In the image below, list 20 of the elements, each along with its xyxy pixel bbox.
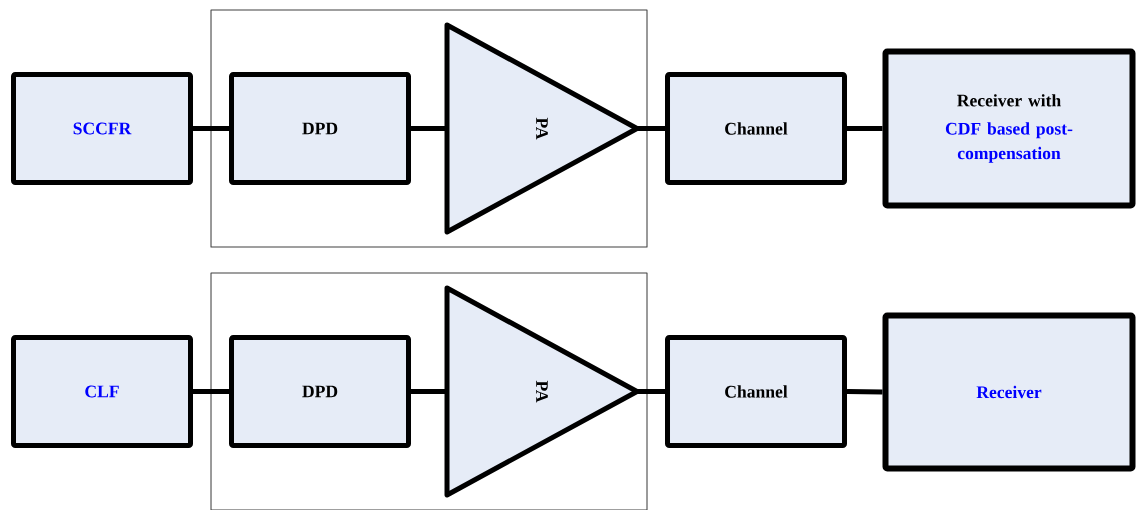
amplifier-triangle: PA: [444, 285, 640, 498]
process-box: Channel: [665, 335, 847, 448]
connector-line: [193, 389, 229, 394]
process-box: Receiver: [882, 312, 1136, 472]
group-frame: [210, 272, 648, 510]
connector-line: [411, 389, 447, 394]
connector-line: [411, 126, 447, 131]
connector-line: [637, 389, 665, 394]
connector-line: [193, 126, 229, 131]
connector-line: [847, 126, 883, 131]
connector-line: [846, 389, 883, 395]
amplifier-triangle: PA: [444, 22, 640, 235]
process-box: DPD: [229, 335, 411, 448]
group-frame: [210, 9, 648, 248]
process-box: DPD: [229, 72, 411, 185]
process-box: CLF: [11, 335, 193, 448]
process-box: SCCFR: [11, 72, 193, 185]
process-box: Receiver with CDF based post-compensation: [882, 48, 1136, 209]
connector-line: [637, 126, 665, 131]
process-box: Channel: [665, 72, 847, 185]
